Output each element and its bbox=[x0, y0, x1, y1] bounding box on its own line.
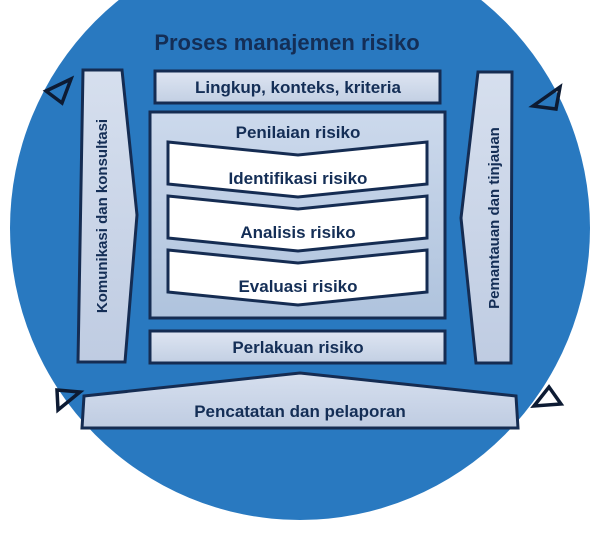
treatment-box bbox=[148, 329, 447, 365]
evaluation-chevron bbox=[166, 248, 429, 307]
arrowhead-bottom-left-icon bbox=[55, 388, 85, 414]
assessment-container-label: Penilaian risiko bbox=[236, 123, 361, 142]
scope-box bbox=[153, 69, 442, 105]
arrowhead-bottom-right-icon bbox=[530, 384, 565, 409]
diagram-title: Proses manajemen risiko bbox=[154, 30, 419, 55]
analysis-chevron bbox=[166, 194, 429, 253]
recording-banner-label: Pencatatan dan pelaporan bbox=[194, 402, 406, 421]
evaluation-chevron-label: Evaluasi risiko bbox=[238, 277, 357, 296]
communication-bar bbox=[76, 68, 139, 364]
identification-chevron bbox=[166, 140, 429, 199]
recording-banner bbox=[80, 371, 520, 430]
monitoring-bar-label: Pemantauan dan tinjauan bbox=[486, 127, 503, 309]
arrowhead-top-left-icon bbox=[42, 75, 75, 106]
treatment-box-label: Perlakuan risiko bbox=[232, 338, 363, 357]
arrowhead-top-right-icon bbox=[528, 83, 563, 111]
monitoring-bar bbox=[459, 70, 514, 365]
scope-box-label: Lingkup, konteks, kriteria bbox=[195, 78, 401, 97]
analysis-chevron-label: Analisis risiko bbox=[240, 223, 355, 242]
identification-chevron-label: Identifikasi risiko bbox=[229, 169, 368, 188]
communication-bar-label: Komunikasi dan konsultasi bbox=[94, 119, 111, 313]
